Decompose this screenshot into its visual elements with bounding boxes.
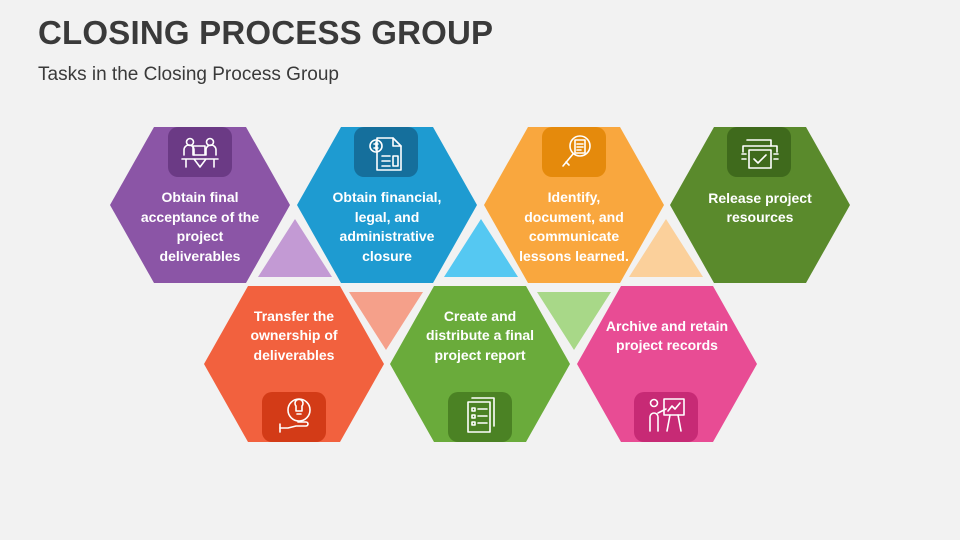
hexagon-6: [390, 286, 570, 442]
page-title: CLOSING PROCESS GROUP: [38, 14, 494, 51]
hexagon-7-label: Archive and retain project records: [605, 317, 729, 354]
hexagon-4: [670, 127, 850, 283]
hexagon-3-label: Identify, document, and communicate less…: [519, 189, 629, 264]
hexagon-5: [204, 286, 384, 442]
hexagon-1-label: Obtain final acceptance of the project d…: [140, 189, 260, 264]
hexagon-6-label: Create and distribute a final project re…: [425, 307, 535, 363]
hand-lightbulb-icon: [279, 398, 311, 433]
hexagon-5-label: Transfer the ownership of deliverables: [250, 307, 338, 363]
presenter-board-icon: [649, 398, 685, 432]
finance-document-icon: [369, 137, 402, 171]
hexagon-2-label: Obtain financial, legal, and administrat…: [332, 189, 442, 264]
hexagon-3: [484, 127, 664, 283]
hexagon-2: [297, 127, 477, 283]
connector-triangle-4: [537, 292, 611, 350]
connector-triangle-1: [258, 219, 332, 277]
hexagon-4-label: Release project resources: [708, 189, 812, 226]
hexagon-1: [110, 127, 290, 283]
page-subtitle: Tasks in the Closing Process Group: [38, 64, 339, 85]
magnifier-document-icon: [562, 135, 591, 167]
connector-triangle-2: [349, 292, 423, 350]
connector-triangle-3: [444, 219, 518, 277]
connector-triangle-5: [629, 219, 703, 277]
meeting-icon: [181, 137, 219, 168]
printer-check-icon: [741, 139, 779, 169]
report-list-icon: [467, 397, 495, 433]
